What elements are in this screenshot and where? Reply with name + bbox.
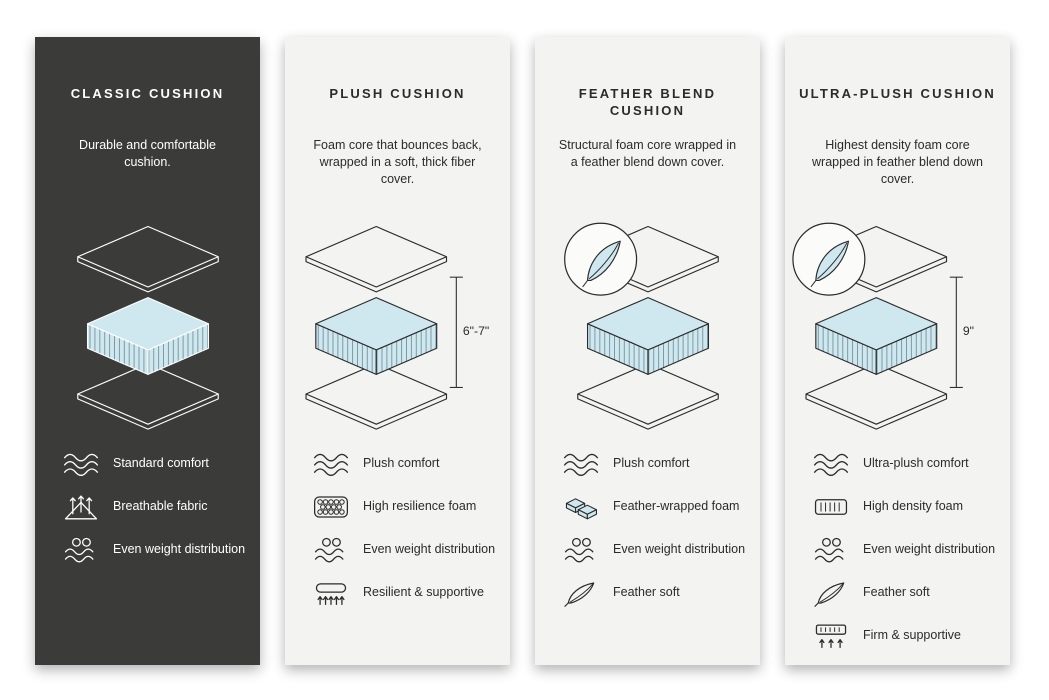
feature-row: Even weight distribution	[311, 535, 498, 565]
cushion-layers-illustration: 9"	[792, 222, 974, 430]
cushion-layers-illustration	[76, 226, 219, 430]
card-classic-cushion: CLASSIC CUSHION Durable and comfortable …	[35, 37, 260, 665]
feather-icon	[564, 582, 595, 608]
feature-row: Feather-wrapped foam	[561, 492, 748, 522]
card-title: PLUSH CUSHION	[329, 85, 466, 101]
feature-label: Plush comfort	[363, 456, 440, 471]
measurement-label: 6"-7"	[463, 324, 489, 338]
card-title: FEATHER BLEND CUSHION	[578, 85, 717, 118]
feature-label: Standard comfort	[113, 456, 209, 471]
feature-row: Feather soft	[561, 578, 748, 608]
feature-label: Feather soft	[613, 585, 680, 600]
firm-icon	[815, 624, 847, 649]
feather-badge-icon	[792, 222, 866, 296]
cushion-diagram	[535, 211, 760, 443]
breathable-icon	[64, 495, 98, 520]
cushion-diagram	[35, 211, 260, 443]
feature-label: Even weight distribution	[363, 542, 496, 557]
weight-distribution-icon	[64, 537, 94, 563]
weight-distribution-icon	[814, 537, 844, 563]
feature-row: Plush comfort	[311, 449, 498, 479]
cushion-diagram: 6"-7"	[285, 211, 510, 443]
feature-label: High density foam	[863, 499, 964, 514]
card-plush-cushion: PLUSH CUSHION Foam core that bounces bac…	[285, 37, 510, 665]
feature-label: High resilience foam	[363, 499, 477, 514]
weight-distribution-icon	[564, 537, 594, 563]
resilient-icon	[315, 583, 347, 606]
wave-icon	[313, 453, 349, 477]
feature-label: Resilient & supportive	[363, 585, 484, 600]
feature-label: Plush comfort	[613, 456, 690, 471]
foam-cells-icon	[313, 496, 349, 518]
feature-label: Even weight distribution	[613, 542, 746, 557]
measurement-indicator: 9"	[949, 276, 974, 389]
feature-list: Standard comfort Breathable fabric Even …	[35, 443, 260, 565]
feather-foam-icon	[565, 498, 597, 520]
card-feather-blend-cushion: FEATHER BLEND CUSHION Structural foam co…	[535, 37, 760, 665]
cushion-layers-illustration	[563, 222, 719, 430]
cushion-diagram: 9"	[785, 211, 1010, 443]
feature-row: Even weight distribution	[811, 535, 998, 565]
feature-label: Feather-wrapped foam	[613, 499, 740, 514]
card-description: Foam core that bounces back, wrapped in …	[313, 137, 482, 187]
feature-label: Even weight distribution	[863, 542, 996, 557]
weight-distribution-icon	[314, 537, 344, 563]
feature-label: Firm & supportive	[863, 628, 961, 643]
cushion-layers-illustration: 6"-7"	[305, 226, 489, 430]
feature-row: Even weight distribution	[61, 535, 248, 565]
density-foam-icon	[814, 499, 848, 515]
card-ultra-plush-cushion: ULTRA-PLUSH CUSHION Highest density foam…	[785, 37, 1010, 665]
wave-icon	[63, 453, 99, 477]
card-title: CLASSIC CUSHION	[70, 85, 225, 101]
measurement-label: 9"	[963, 324, 974, 338]
feature-row: Ultra-plush comfort	[811, 449, 998, 479]
feature-label: Even weight distribution	[113, 542, 246, 557]
measurement-indicator: 6"-7"	[449, 276, 489, 389]
feature-list: Ultra-plush comfort High density foam Ev…	[785, 443, 1010, 651]
feature-label: Ultra-plush comfort	[863, 456, 969, 471]
feature-row: High resilience foam	[311, 492, 498, 522]
wave-icon	[563, 453, 599, 477]
card-description: Highest density foam core wrapped in fea…	[812, 137, 983, 187]
feature-row: Even weight distribution	[561, 535, 748, 565]
wave-icon	[813, 453, 849, 477]
feature-list: Plush comfort Feather-wrapped foam Even …	[535, 443, 760, 608]
feature-row: Standard comfort	[61, 449, 248, 479]
feature-label: Breathable fabric	[113, 499, 208, 514]
feature-row: Feather soft	[811, 578, 998, 608]
card-title: ULTRA-PLUSH CUSHION	[799, 85, 996, 101]
feature-row: High density foam	[811, 492, 998, 522]
feature-row: Breathable fabric	[61, 492, 248, 522]
card-description: Durable and comfortable cushion.	[79, 137, 216, 169]
feature-label: Feather soft	[863, 585, 930, 600]
feather-icon	[814, 582, 845, 608]
feature-row: Resilient & supportive	[311, 578, 498, 608]
card-description: Structural foam core wrapped in a feathe…	[558, 137, 737, 169]
feature-row: Firm & supportive	[811, 621, 998, 651]
feature-list: Plush comfort High resilience foam Even …	[285, 443, 510, 608]
feature-row: Plush comfort	[561, 449, 748, 479]
feather-badge-icon	[563, 222, 637, 296]
